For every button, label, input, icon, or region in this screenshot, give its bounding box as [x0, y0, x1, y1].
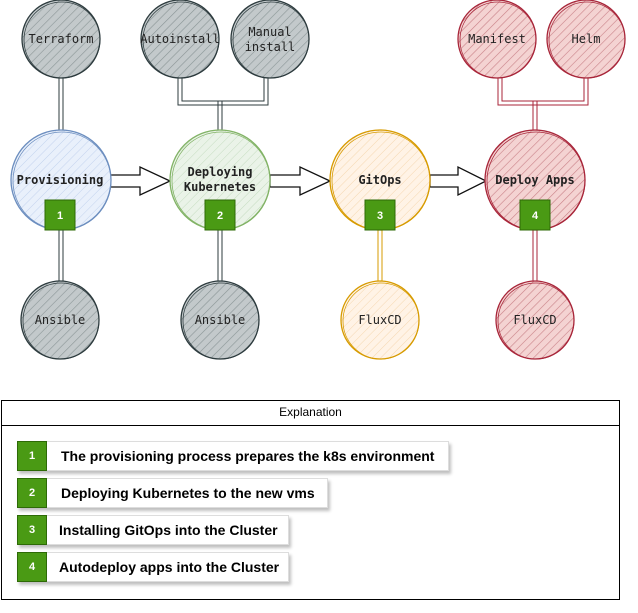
legend-text-4: Autodeploy apps into the Cluster	[59, 559, 280, 575]
svg-text:1: 1	[57, 210, 63, 222]
provisioning-label: Provisioning	[17, 173, 104, 187]
deploying-label-line1: Deploying	[187, 165, 252, 179]
legend-badge-2: 2	[17, 477, 47, 508]
deploying-label-line2: Kubernetes	[184, 180, 256, 194]
ansible-2-label: Ansible	[195, 313, 246, 327]
stage-provisioning: Provisioning	[10, 129, 112, 231]
fluxcd-1-label: FluxCD	[358, 313, 401, 327]
legend-badge-1: 1	[17, 440, 47, 471]
legend-item-3: 3 Installing GitOps into the Cluster	[17, 514, 289, 545]
legend-item-2: 2 Deploying Kubernetes to the new vms	[17, 477, 328, 508]
fluxcd-2-label: FluxCD	[513, 313, 556, 327]
arrow-1	[109, 165, 172, 197]
node-fluxcd-1: FluxCD	[340, 280, 420, 360]
flow-arrows	[109, 165, 488, 197]
legend-text-1: The provisioning process prepares the k8…	[61, 448, 435, 464]
arrow-3	[429, 165, 488, 197]
step-badge-2: 2	[204, 199, 236, 231]
connectors	[58, 75, 589, 282]
step-badge-1: 1	[44, 199, 76, 231]
explanation-legend: Explanation 1 The provisioning process p…	[1, 400, 620, 600]
pipeline-diagram: Terraform Autoinstall Manual install Man…	[10, 0, 626, 360]
manifest-label: Manifest	[468, 32, 526, 46]
ansible-1-label: Ansible	[35, 313, 86, 327]
legend-item-1: 1 The provisioning process prepares the …	[17, 440, 449, 471]
node-helm: Helm	[546, 0, 626, 79]
arrow-2	[269, 165, 332, 197]
deploy-apps-label: Deploy Apps	[495, 173, 574, 187]
legend-title: Explanation	[2, 401, 619, 426]
stage-deploy-apps: Deploy Apps	[484, 129, 586, 231]
node-manifest: Manifest	[457, 0, 537, 79]
node-manual-install: Manual install	[230, 0, 310, 79]
node-fluxcd-2: FluxCD	[495, 280, 575, 360]
step-badge-4: 4	[519, 199, 551, 231]
svg-text:4: 4	[532, 210, 539, 222]
manual-install-label-line2: install	[245, 40, 296, 54]
svg-text:3: 3	[377, 210, 383, 222]
gitops-label: GitOps	[358, 173, 401, 187]
terraform-label: Terraform	[28, 32, 93, 46]
node-ansible-1: Ansible	[20, 280, 100, 360]
stage-deploying-kubernetes: Deploying Kubernetes	[169, 129, 271, 231]
svg-text:2: 2	[217, 210, 223, 222]
legend-badge-3: 3	[17, 514, 47, 545]
stage-gitops: GitOps	[329, 129, 431, 231]
node-autoinstall: Autoinstall	[140, 0, 220, 79]
node-terraform: Terraform	[21, 0, 101, 79]
legend-item-4: 4 Autodeploy apps into the Cluster	[17, 551, 289, 582]
node-ansible-2: Ansible	[180, 280, 260, 360]
manual-install-label-line1: Manual	[248, 25, 291, 39]
helm-label: Helm	[572, 32, 601, 46]
step-badge-3: 3	[364, 199, 396, 231]
legend-badge-4: 4	[17, 551, 47, 582]
legend-text-3: Installing GitOps into the Cluster	[59, 522, 278, 538]
autoinstall-label: Autoinstall	[140, 32, 219, 46]
legend-text-2: Deploying Kubernetes to the new vms	[61, 485, 315, 501]
